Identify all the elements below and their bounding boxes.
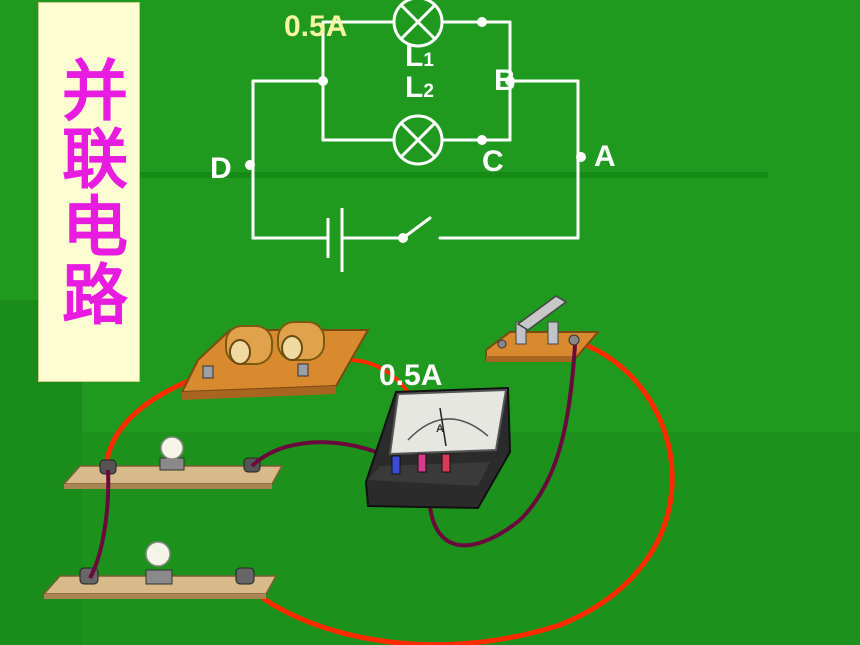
schematic-current-label: 0.5A [284, 10, 348, 43]
red-wire-loop [241, 343, 675, 645]
node-c-label: C [482, 145, 504, 178]
node-a-label: A [594, 140, 616, 173]
ammeter: A [364, 386, 512, 510]
battery-holder [180, 321, 370, 400]
node-b-label: B [494, 64, 516, 97]
lamp-l2-subscript: 2 [423, 81, 434, 102]
circuit-nodes [245, 17, 586, 243]
purple-wire-ammeter-switch [426, 344, 577, 548]
lamp-board-1 [62, 436, 284, 489]
node-c [477, 135, 487, 145]
lamp-l2-symbol [392, 114, 444, 166]
bulb-1 [160, 436, 184, 460]
ammeter-reading: 0.5A [379, 359, 443, 392]
lamp-l1-label: L1 [405, 40, 434, 74]
lamp-l1-subscript: 1 [423, 50, 434, 71]
ammeter-unit-symbol: A [436, 423, 444, 435]
lamp-l2-label: L2 [405, 71, 434, 105]
node-junction-left [318, 76, 328, 86]
switch-lever [401, 216, 432, 240]
purple-wire-lamp1-lamp2 [88, 469, 111, 579]
lamp-l2-letter: L [405, 71, 424, 104]
node-switch [398, 233, 408, 243]
bulb-2 [145, 541, 171, 567]
lamp-board-2 [42, 541, 278, 599]
lamp-l1-letter: L [405, 40, 424, 73]
node-d [245, 160, 255, 170]
battery-symbol [326, 208, 344, 272]
node-d-label: D [210, 152, 232, 185]
red-wire-battery-lamp [103, 375, 199, 469]
node-a [576, 152, 586, 162]
page-title: 并联电路 [51, 56, 128, 328]
background-band-upper [140, 172, 768, 178]
node-l1-right [477, 17, 487, 27]
title-box: 并联电路 [38, 2, 140, 382]
lamp-l1-symbol [392, 0, 444, 48]
node-b [505, 76, 515, 86]
knife-switch [485, 295, 601, 362]
